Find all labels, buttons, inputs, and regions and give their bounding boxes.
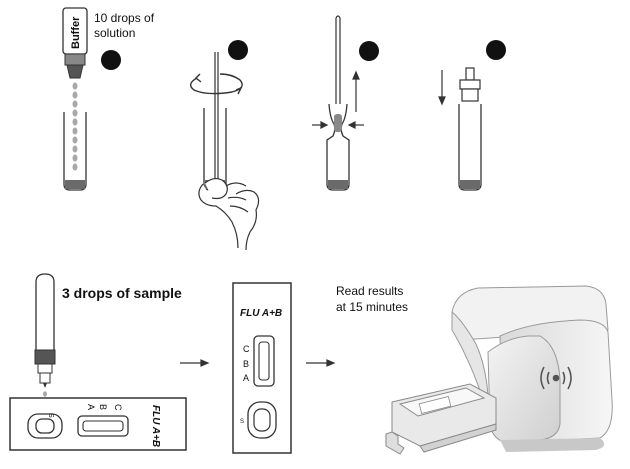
h-cassette-line-c: C	[113, 404, 123, 411]
extraction-tube-4	[458, 104, 482, 191]
h-cassette-line-b: B	[98, 404, 108, 410]
step1-group: Buffer 1 10 drops of solution	[62, 7, 155, 191]
sample-application-group: 3 drops of sample S A B C FLU A+B	[9, 273, 187, 451]
v-cassette-line-c: C	[243, 344, 250, 354]
svg-text:4: 4	[492, 42, 500, 58]
sample-caption: 3 drops of sample	[62, 285, 182, 301]
reader-caption-line1: Read results	[336, 284, 403, 298]
buffer-bottle: Buffer	[62, 7, 88, 79]
step3-group: 3	[312, 15, 379, 191]
svg-text:2: 2	[234, 42, 242, 58]
h-cassette-line-a: A	[86, 404, 96, 410]
h-cassette-brand: FLU A+B	[150, 405, 161, 447]
flow-arrow-icon	[180, 359, 210, 367]
step1-caption-line2: solution	[94, 26, 135, 40]
dropper-cap	[459, 67, 481, 102]
squeeze-arrows-icon	[312, 121, 364, 129]
buffer-label: Buffer	[70, 16, 82, 49]
rotation-arrow-icon	[189, 73, 243, 95]
v-cassette-line-a: A	[243, 373, 249, 383]
step1-caption-line1: 10 drops of	[94, 11, 155, 25]
v-cassette-sample-mark: S	[240, 419, 244, 425]
step2-group: 2	[189, 40, 260, 251]
step1-badge: 1	[101, 50, 121, 70]
v-cassette-brand: FLU A+B	[240, 308, 282, 319]
swab-rotating	[213, 52, 220, 189]
step2-badge: 2	[228, 40, 248, 60]
wireless-icon	[540, 366, 572, 390]
reader-tray	[385, 383, 497, 455]
buffer-drops	[72, 82, 78, 171]
svg-text:1: 1	[107, 52, 115, 68]
analyzer-device	[385, 285, 613, 455]
extraction-tube-3	[326, 103, 350, 191]
pull-up-arrow-icon	[352, 70, 360, 112]
step3-badge: 3	[359, 41, 379, 61]
v-cassette-line-b: B	[243, 359, 249, 369]
swab-squeeze	[335, 15, 341, 118]
reader-caption-line2: at 15 minutes	[336, 300, 408, 314]
push-down-arrow-icon	[438, 70, 446, 106]
step4-badge: 4	[486, 40, 506, 60]
hand-icon	[198, 177, 260, 251]
h-cassette-sample-mark: S	[47, 413, 54, 418]
svg-text:3: 3	[365, 43, 373, 59]
test-cassette-horizontal: S A B C FLU A+B	[9, 397, 187, 451]
extraction-tube-1	[63, 112, 87, 191]
flow-arrow-icon	[306, 359, 336, 367]
step4-group: 4	[438, 40, 506, 191]
sample-tube	[34, 273, 56, 388]
test-cassette-vertical: FLU A+B C B A S	[232, 282, 292, 454]
